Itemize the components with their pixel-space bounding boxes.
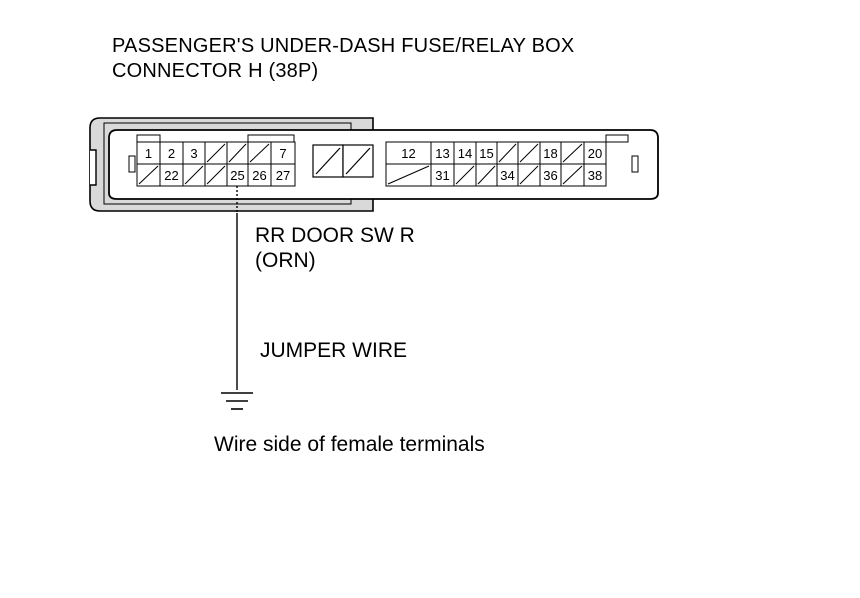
terminal-number: 20 xyxy=(588,146,602,161)
terminal-38: 38 xyxy=(583,163,607,187)
unused-cavity xyxy=(560,141,585,165)
terminal-15: 15 xyxy=(475,141,498,165)
diagram-caption: Wire side of female terminals xyxy=(214,433,485,456)
terminal-number: 2 xyxy=(168,146,175,161)
terminal-number: 36 xyxy=(543,168,557,183)
terminal-number: 18 xyxy=(543,146,557,161)
unused-cavity xyxy=(136,163,161,187)
unused-cavity xyxy=(182,163,206,187)
terminal-13: 13 xyxy=(430,141,455,165)
jumper-wire-label: JUMPER WIRE xyxy=(260,339,407,362)
terminal-number: 13 xyxy=(435,146,449,161)
unused-cavity xyxy=(247,141,272,165)
terminal-number: 26 xyxy=(252,168,266,183)
terminal-number: 38 xyxy=(588,168,602,183)
unused-cavity xyxy=(560,163,585,187)
terminal-number: 27 xyxy=(276,168,290,183)
terminal-7: 7 xyxy=(270,141,296,165)
latch-tab xyxy=(605,134,629,143)
terminal-14: 14 xyxy=(453,141,477,165)
ground-icon xyxy=(221,392,253,410)
diagram-title-line1: PASSENGER'S UNDER-DASH FUSE/RELAY BOX xyxy=(112,35,575,57)
terminal-2: 2 xyxy=(159,141,184,165)
unused-cavity xyxy=(517,141,541,165)
terminal-1: 1 xyxy=(136,141,161,165)
unused-cavity xyxy=(226,141,249,165)
blocked-cavities xyxy=(312,144,374,178)
latch-tab xyxy=(136,134,161,143)
terminal-number: 34 xyxy=(500,168,514,183)
terminal-12: 12 xyxy=(385,141,432,165)
unused-cavity xyxy=(385,163,432,187)
terminal-27: 27 xyxy=(270,163,296,187)
terminal-3: 3 xyxy=(182,141,206,165)
terminal-26: 26 xyxy=(247,163,272,187)
terminal-number: 3 xyxy=(190,146,197,161)
terminal-number: 7 xyxy=(279,146,286,161)
terminal-31: 31 xyxy=(430,163,455,187)
terminal-number: 12 xyxy=(401,146,415,161)
terminal-number: 14 xyxy=(458,146,472,161)
diagram-title-line2: CONNECTOR H (38P) xyxy=(112,60,319,82)
terminal-25: 25 xyxy=(226,163,249,187)
unused-cavity xyxy=(204,141,228,165)
terminal-number: 22 xyxy=(164,168,178,183)
terminal-number: 31 xyxy=(435,168,449,183)
terminal-label-line1: RR DOOR SW R xyxy=(255,224,415,247)
terminal-20: 20 xyxy=(583,141,607,165)
terminal-number: 1 xyxy=(145,146,152,161)
unused-cavity xyxy=(204,163,228,187)
terminal-22: 22 xyxy=(159,163,184,187)
terminal-36: 36 xyxy=(539,163,562,187)
terminal-label-line2: (ORN) xyxy=(255,249,316,272)
terminal-number: 25 xyxy=(230,168,244,183)
terminal-number: 15 xyxy=(479,146,493,161)
unused-cavity xyxy=(517,163,541,187)
unused-cavity xyxy=(496,141,519,165)
terminal-18: 18 xyxy=(539,141,562,165)
latch-tab xyxy=(247,134,295,143)
unused-cavity xyxy=(475,163,498,187)
terminal-34: 34 xyxy=(496,163,519,187)
unused-cavity xyxy=(453,163,477,187)
